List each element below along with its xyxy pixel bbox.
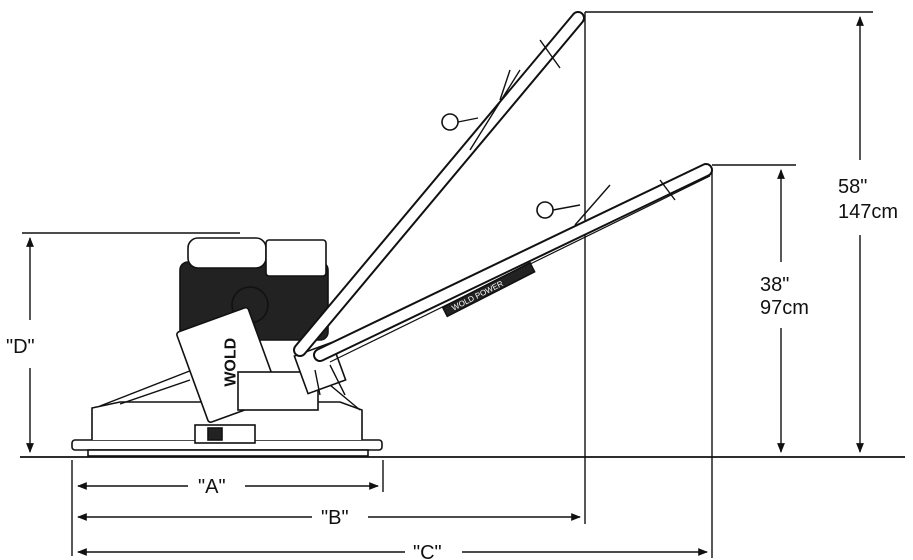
dimension-a: "A" xyxy=(71,460,384,556)
engine-top xyxy=(187,237,267,269)
handle-lowered: WOLD POWER xyxy=(313,163,713,363)
power-trowel-machine: WOLD WOLD POWER xyxy=(71,11,713,457)
handle-upright xyxy=(293,11,585,357)
gearbox xyxy=(194,424,256,444)
throttle-knob-lowered xyxy=(536,201,554,219)
handle-decal xyxy=(441,261,536,318)
trowel-blade-rail xyxy=(87,449,369,457)
height-low-imperial: 38" xyxy=(760,274,789,296)
height-low-metric: 97cm xyxy=(760,297,809,319)
dimension-height-low: 38" 97cm xyxy=(712,164,809,453)
dimension-d: "D" xyxy=(6,232,240,453)
dimension-c-label: "C" xyxy=(413,542,442,560)
height-full-imperial: 58" xyxy=(838,176,867,198)
dimension-b-label: "B" xyxy=(321,507,349,529)
dimension-b: "B" xyxy=(77,12,586,529)
dimension-c: "C" xyxy=(77,170,713,560)
dimension-a-label: "A" xyxy=(198,476,226,498)
height-full-metric: 147cm xyxy=(838,201,898,223)
air-filter xyxy=(265,239,327,277)
handle-strut xyxy=(314,364,346,396)
dimension-d-label: "D" xyxy=(6,336,35,358)
dimension-height-full: 58" 147cm xyxy=(585,11,898,453)
throttle-knob-upright xyxy=(441,113,459,131)
logo-text: WOLD xyxy=(223,338,240,387)
gearbox-spindle xyxy=(207,427,223,441)
